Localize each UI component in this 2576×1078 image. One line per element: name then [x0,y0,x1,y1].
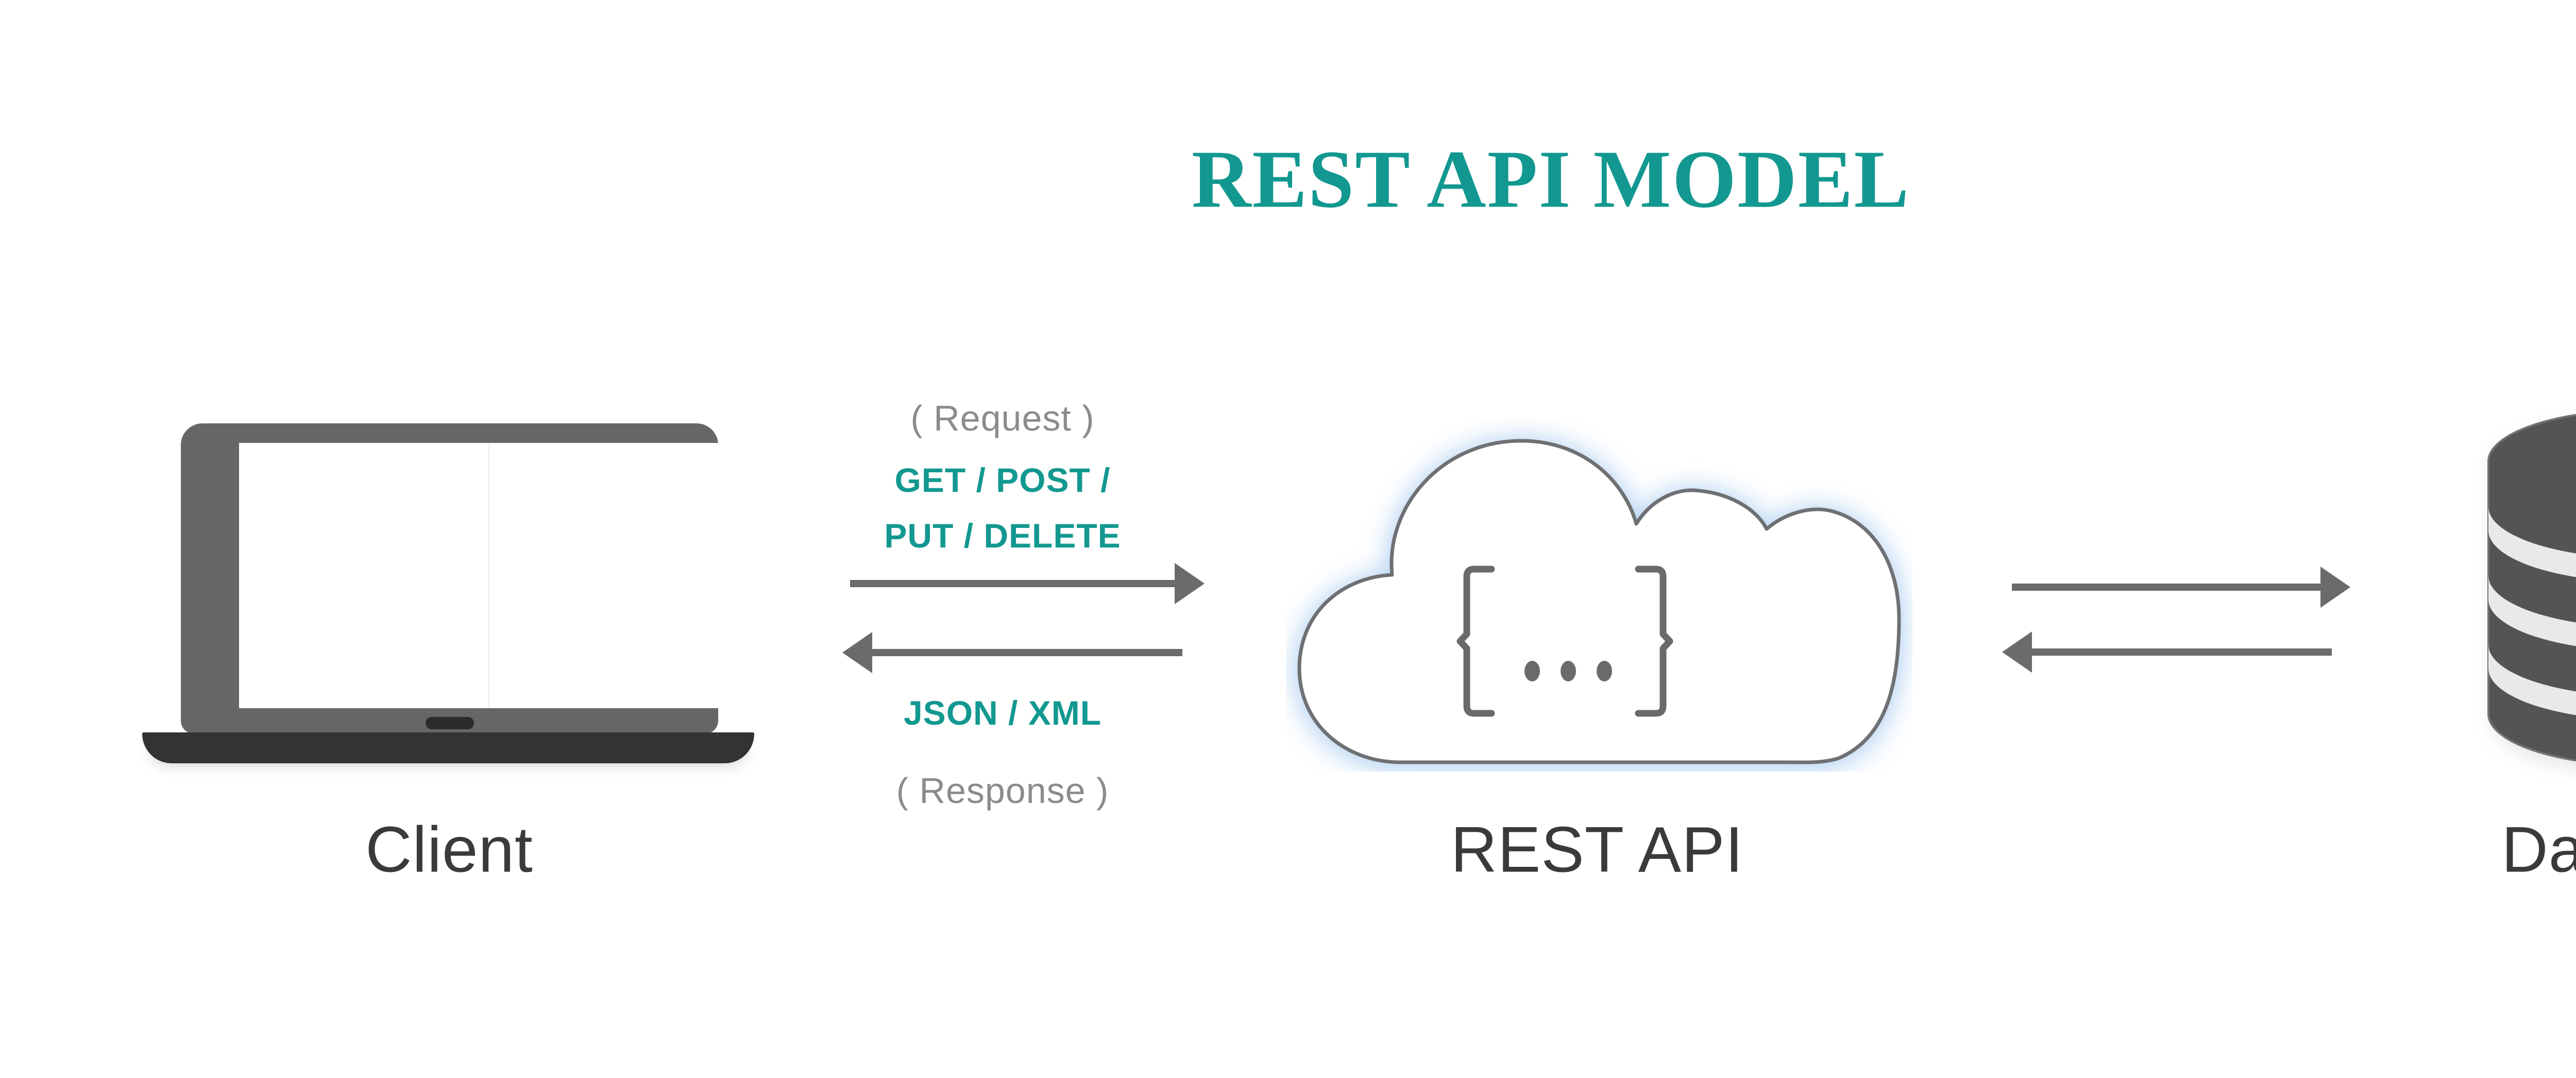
laptop-screen [239,443,737,708]
laptop-screen-seam [488,443,489,708]
cloud-outline [1297,439,1901,764]
response-annotation: ( Response ) [896,771,1109,811]
ellipsis-dots-icon [1524,661,1612,681]
cloud-braces-icon [1297,439,1901,764]
arrow-shaft [850,580,1176,587]
right-brace-icon [1635,566,1673,717]
arrow-head [842,632,872,673]
request-methods-line1: GET / POST / [894,461,1111,499]
response-formats: JSON / XML [903,694,1102,732]
arrow-shaft [872,649,1182,656]
db-to-api-arrow-left-icon [2002,631,2332,673]
rest-api-label: REST API [1450,814,1744,886]
arrow-shaft [2012,584,2321,591]
laptop-lid [181,423,737,734]
client-label: Client [365,814,533,886]
database-cylinder-icon [2487,414,2576,762]
page-title: REST API MODEL [1191,133,1910,225]
request-arrow-right-icon [850,563,1205,604]
arrow-head [1175,563,1205,604]
laptop-base [142,732,754,763]
database-label: Database [2501,814,2576,886]
request-annotation: ( Request ) [910,398,1095,438]
request-methods-line2: PUT / DELETE [884,517,1121,555]
cylinder-bands [2488,507,2576,715]
response-arrow-left-icon [842,632,1182,673]
laptop-notch [425,717,474,729]
laptop-icon [142,423,754,763]
api-to-db-arrow-right-icon [2012,567,2350,608]
arrow-head [2320,567,2350,608]
arrow-shaft [2032,648,2332,656]
arrow-head [2002,631,2032,673]
left-brace-icon [1456,566,1495,717]
